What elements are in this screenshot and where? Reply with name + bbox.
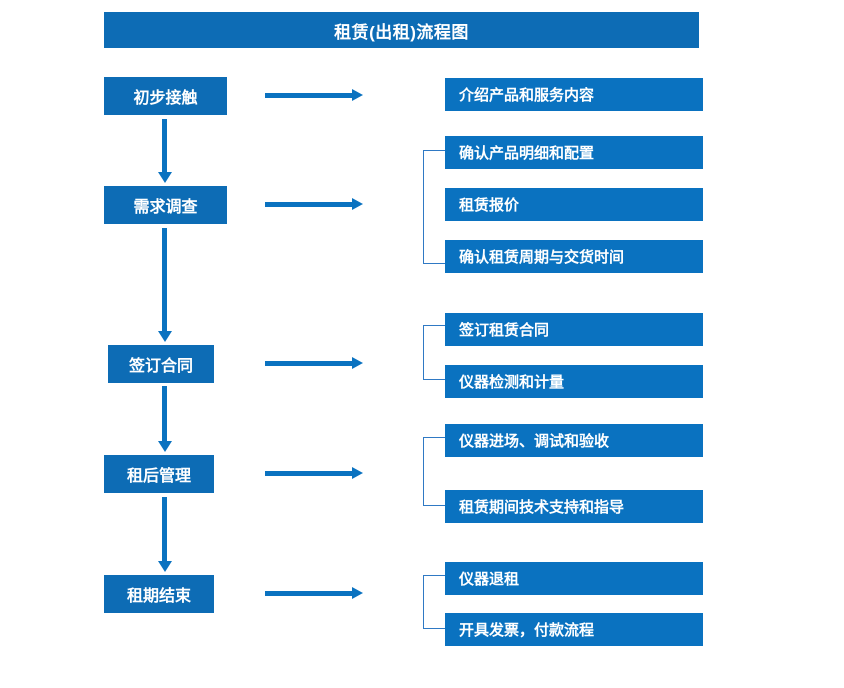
task-group-bracket-4 — [423, 575, 445, 629]
task-box-yiqituizu[interactable]: 仪器退租 — [445, 562, 703, 595]
stage-box-zuhouguanli[interactable]: 租后管理 — [104, 455, 214, 493]
task-box-zulinqijianjishuzhichi[interactable]: 租赁期间技术支持和指导 — [445, 490, 703, 523]
stage-flow-arrow-2 — [157, 228, 173, 342]
stage-flow-arrow-1 — [157, 119, 173, 183]
diagram-title: 租赁(出租)流程图 — [104, 12, 699, 48]
stage-box-chubujiechu[interactable]: 初步接触 — [104, 77, 227, 115]
stage-box-xuqiudiaocha[interactable]: 需求调查 — [104, 186, 227, 224]
task-box-querenzulinzhouqi[interactable]: 确认租赁周期与交货时间 — [445, 240, 703, 273]
task-group-bracket-2 — [423, 325, 445, 380]
stage-to-task-arrow-1 — [265, 89, 363, 101]
stage-to-task-arrow-5 — [265, 587, 363, 599]
task-box-kaijufapiao[interactable]: 开具发票，付款流程 — [445, 613, 703, 646]
stage-to-task-arrow-4 — [265, 467, 363, 479]
task-box-yiqijiancehejiliang[interactable]: 仪器检测和计量 — [445, 365, 703, 398]
stage-flow-arrow-3 — [157, 386, 173, 452]
task-box-zulinbaojia[interactable]: 租赁报价 — [445, 188, 703, 221]
stage-box-zuqijieshu[interactable]: 租期结束 — [104, 575, 214, 613]
task-group-bracket-1 — [423, 150, 445, 264]
task-box-qiandingzulinhetong[interactable]: 签订租赁合同 — [445, 313, 703, 346]
stage-box-qiandinghetong[interactable]: 签订合同 — [108, 345, 214, 383]
stage-to-task-arrow-2 — [265, 198, 363, 210]
task-box-yiqijinchang[interactable]: 仪器进场、调试和验收 — [445, 424, 703, 457]
task-box-jieshaochanpin[interactable]: 介绍产品和服务内容 — [445, 78, 703, 111]
task-group-bracket-3 — [423, 437, 445, 506]
stage-flow-arrow-4 — [157, 497, 173, 572]
task-box-querenchanpinmingxi[interactable]: 确认产品明细和配置 — [445, 136, 703, 169]
stage-to-task-arrow-3 — [265, 357, 363, 369]
